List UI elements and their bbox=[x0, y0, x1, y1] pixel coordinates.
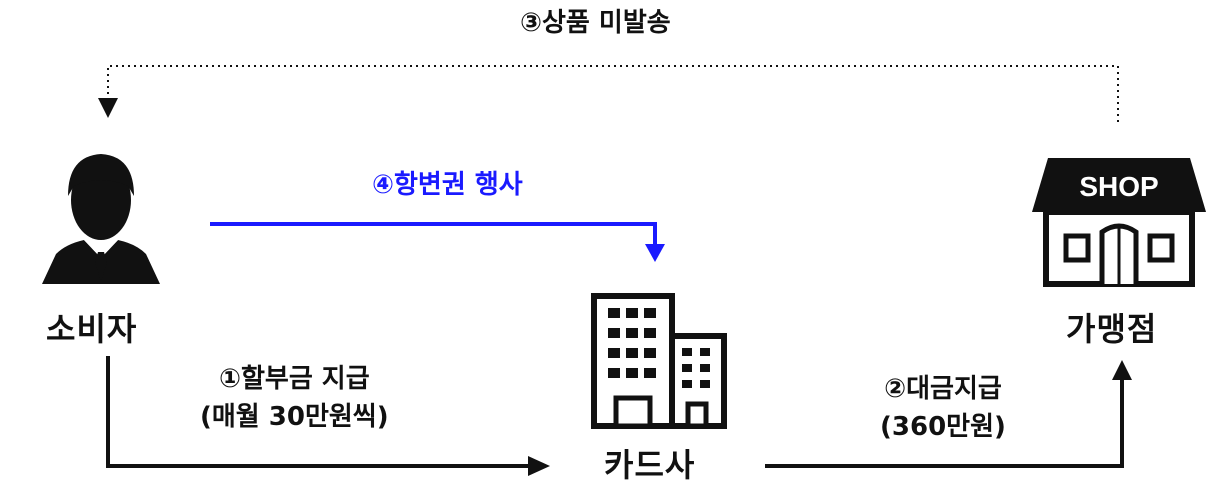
payment-label-line2: (360만원) bbox=[880, 412, 1006, 442]
payment-label: ②대금지급 (360만원) bbox=[880, 370, 1006, 446]
installment-label-line2: (매월 30만원씩) bbox=[200, 402, 389, 432]
merchant-label: 가맹점 bbox=[1066, 310, 1158, 348]
shop-sign-text: SHOP bbox=[1079, 171, 1158, 202]
edge-payment-arrow bbox=[765, 360, 1132, 468]
installment-label: ①할부금 지급 (매월 30만원씩) bbox=[200, 360, 389, 436]
defense-label: ④항변권 행사 bbox=[372, 170, 523, 200]
edge-installment-arrow bbox=[106, 356, 550, 476]
person-icon bbox=[42, 154, 160, 284]
card-company-label: 카드사 bbox=[604, 446, 696, 484]
consumer-label: 소비자 bbox=[46, 310, 138, 348]
installment-label-line1: ①할부금 지급 bbox=[218, 364, 370, 394]
edge-not-shipped-arrow bbox=[98, 65, 1119, 122]
payment-label-line1: ②대금지급 bbox=[884, 374, 1002, 404]
not-shipped-label: ③상품 미발송 bbox=[520, 8, 671, 38]
edge-defense-arrow bbox=[210, 222, 665, 262]
building-icon bbox=[591, 293, 727, 429]
shop-icon: SHOP bbox=[1032, 158, 1206, 287]
